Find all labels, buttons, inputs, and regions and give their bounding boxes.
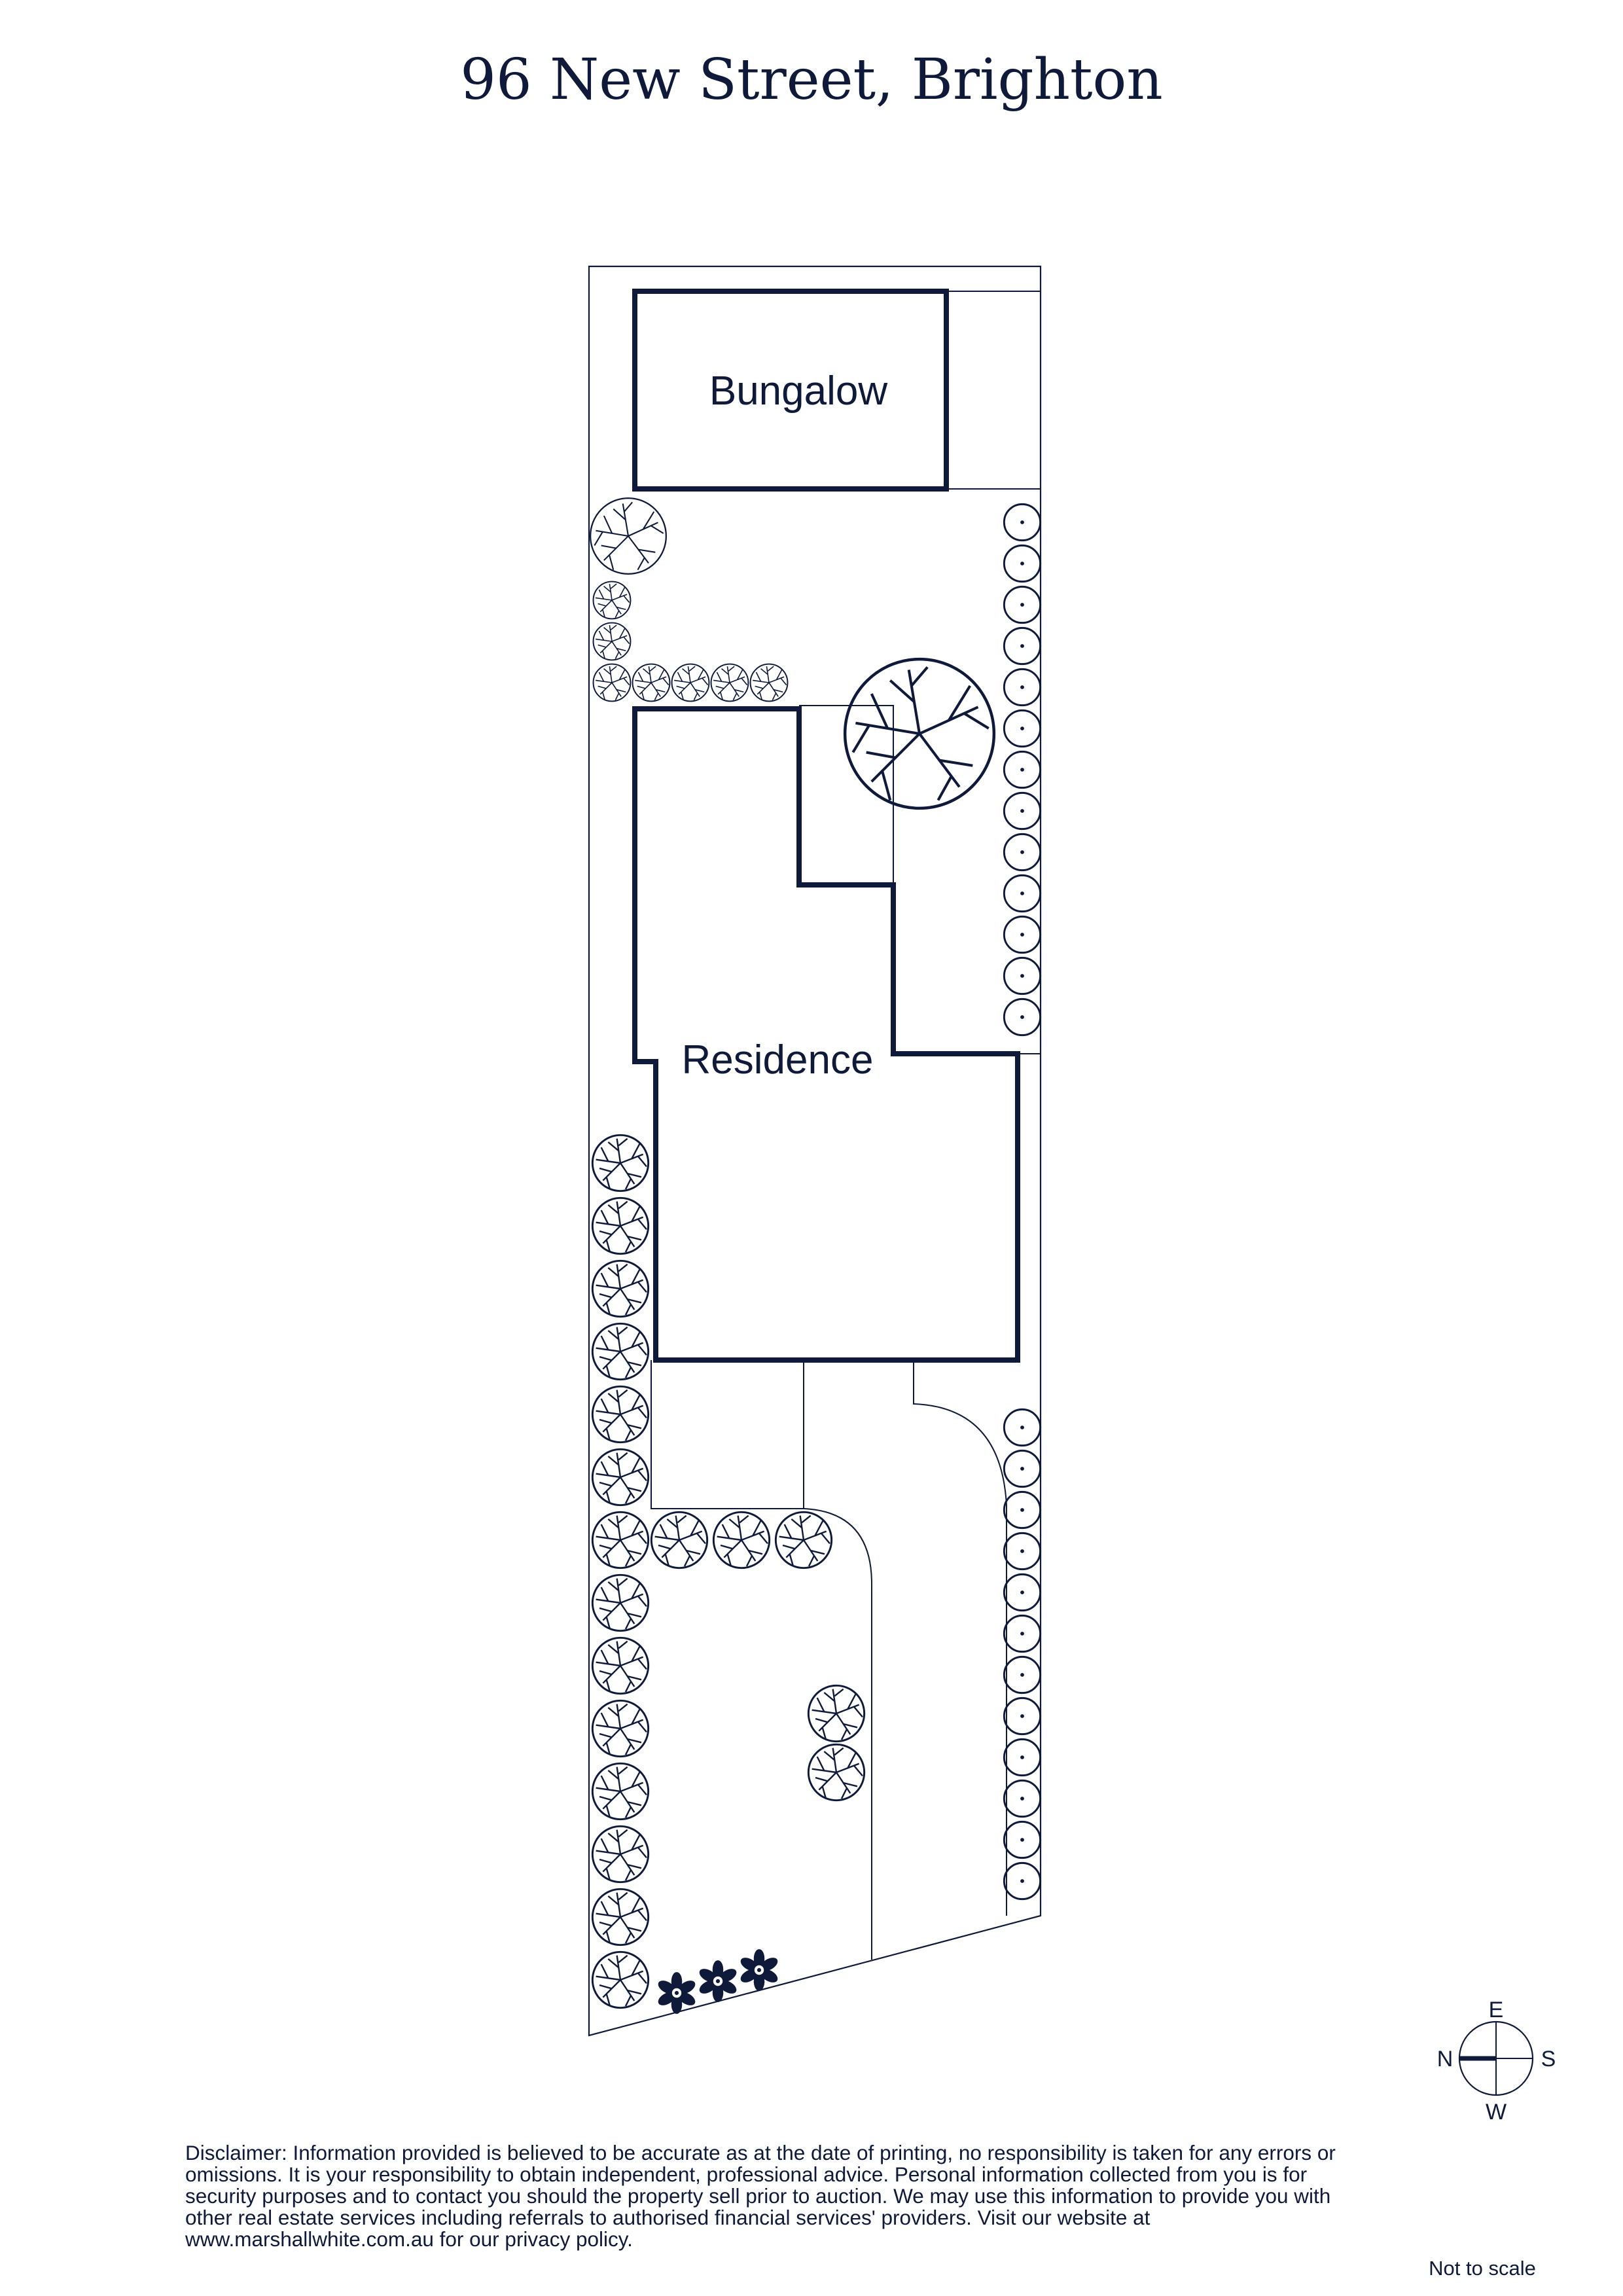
hedge-icon [1003, 503, 1042, 542]
shrub-icon [712, 1511, 771, 1570]
shrub-icon [807, 1684, 866, 1743]
compass-w: W [1486, 2100, 1507, 2125]
hedge-icon [1003, 1696, 1042, 1736]
room-label-residence: Residence [682, 1037, 874, 1083]
shrub-icon [650, 1511, 709, 1570]
compass-e: E [1489, 1998, 1504, 2022]
right-hedge-upper [1003, 503, 1042, 1037]
compass-s: S [1541, 2047, 1556, 2072]
shrub-icon [774, 1511, 833, 1570]
hedge-icon [1003, 874, 1042, 913]
left-shrub-row [591, 1134, 650, 2009]
right-hedge-lower [1003, 1408, 1042, 1901]
shrub-icon [671, 663, 710, 702]
hedge-icon [1003, 997, 1042, 1037]
page-title: 96 New Street, Brighton [460, 47, 1163, 113]
hedge-icon [1003, 626, 1042, 666]
shrub-icon [749, 663, 789, 702]
hedge-icon [1003, 1532, 1042, 1571]
compass-n: N [1437, 2047, 1454, 2072]
hedge-icon [1003, 915, 1042, 954]
hedge-icon [1003, 1738, 1042, 1777]
shrub-icon [632, 663, 671, 702]
hedge-icon [1003, 1490, 1042, 1530]
hedge-icon [1003, 585, 1042, 624]
bungalow-outline [632, 289, 949, 492]
hedge-icon [1003, 1614, 1042, 1653]
hedge-icon [1003, 1573, 1042, 1612]
shrub-icon [710, 663, 749, 702]
hedge-icon [1003, 750, 1042, 789]
hedge-icon [1003, 956, 1042, 996]
site-boundary [588, 265, 1042, 2037]
shrub-icon [591, 1573, 650, 1632]
hedge-icon [1003, 1861, 1042, 1901]
flower-icon [738, 1949, 780, 1991]
shrub-icon [591, 1134, 650, 1193]
hedge-icon [1003, 1820, 1042, 1859]
hedge-icon [1003, 544, 1042, 583]
flowers [656, 1949, 780, 2014]
shrub-icon [591, 1699, 650, 1758]
residence-outline [632, 706, 1020, 1363]
shrub-icon [591, 1448, 650, 1507]
shrub-icon [592, 622, 632, 661]
shrub-icon [807, 1743, 866, 1802]
middle-shrub-row [650, 1511, 833, 1570]
shrub-icon [591, 1196, 650, 1255]
flower-icon [697, 1960, 739, 2002]
hedge-icon [1003, 1655, 1042, 1695]
hedge-icon [1003, 1408, 1042, 1447]
tree-icon [589, 497, 668, 575]
disclaimer: Disclaimer: Information provided is beli… [185, 2141, 1336, 2251]
hedge-icon [1003, 709, 1042, 748]
shrub-icon [591, 1259, 650, 1318]
site-lines [651, 291, 1041, 1960]
tree-icon [845, 659, 994, 808]
shrub-icon [591, 1636, 650, 1695]
hedge-icon [1003, 833, 1042, 872]
shrub-icon [591, 1511, 650, 1570]
shrub-icon [592, 581, 632, 620]
shrub-icon [591, 1888, 650, 1946]
hedge-icon [1003, 1449, 1042, 1488]
upper-left-shrubs [592, 581, 789, 702]
room-label-bungalow: Bungalow [709, 368, 888, 414]
hedge-icon [1003, 1779, 1042, 1818]
hedge-icon [1003, 791, 1042, 831]
shrub-icon [591, 1322, 650, 1381]
shrub-icon [591, 1385, 650, 1444]
shrub-icon [591, 1762, 650, 1821]
hedge-icon [1003, 668, 1042, 707]
shrub-icon [591, 1825, 650, 1884]
shrub-icon [591, 1950, 650, 2009]
flower-icon [656, 1972, 698, 2014]
scale-note: Not to scale [1429, 2257, 1536, 2280]
compass-rose-icon: E N S W [1437, 1998, 1556, 2125]
shrub-icon [592, 663, 632, 702]
